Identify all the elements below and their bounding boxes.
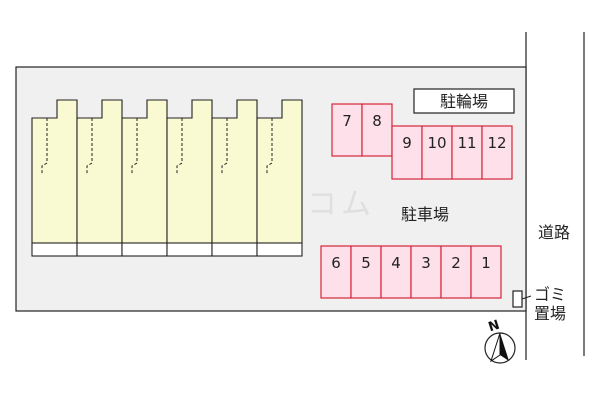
parking-slot-number: 2 xyxy=(451,254,461,272)
building-unit xyxy=(76,99,123,244)
parking-slot-number: 1 xyxy=(481,254,491,272)
parking-slot xyxy=(481,125,513,180)
parking-slot-number: 10 xyxy=(427,134,446,152)
parking-slot xyxy=(320,245,352,299)
parking-slot xyxy=(421,125,453,180)
parking-slot xyxy=(451,125,483,180)
parking-slot xyxy=(331,103,363,157)
north-arrow-icon xyxy=(484,332,516,364)
balcony-dashed-line xyxy=(212,117,228,174)
parking-slot-number: 11 xyxy=(457,134,476,152)
garbage-leader-line xyxy=(521,295,532,300)
parking-slot-number: 12 xyxy=(487,134,506,152)
building-unit xyxy=(211,99,258,244)
building-walkway xyxy=(31,242,78,257)
building-unit xyxy=(256,99,303,244)
parking-slots: 7 8 9 10 11 12 6 5 4 3 2 1 xyxy=(320,103,513,299)
garbage-label-line1: ゴミ xyxy=(534,285,566,304)
parking-slot xyxy=(350,245,382,299)
parking-slot-number: 3 xyxy=(421,254,431,272)
balcony-dashed-line xyxy=(77,117,93,174)
building-unit xyxy=(31,99,78,244)
road-label: 道路 xyxy=(538,223,570,242)
bicycle-parking-box xyxy=(413,88,515,114)
building-walkway xyxy=(166,242,213,257)
parking-slot xyxy=(361,103,393,157)
building-walkway xyxy=(76,242,123,257)
balcony-dashed-line xyxy=(257,117,273,174)
parking-slot xyxy=(380,245,412,299)
parking-lot-label: 駐車場 xyxy=(401,205,449,224)
bicycle-parking-label: 駐輪場 xyxy=(440,92,488,111)
parking-slot-number: 4 xyxy=(391,254,401,272)
parking-slot xyxy=(440,245,472,299)
parking-slot-number: 9 xyxy=(402,134,412,152)
garbage-storage-marker xyxy=(512,290,523,308)
building-walkway xyxy=(121,242,168,257)
parking-slot-number: 8 xyxy=(372,112,382,130)
north-label: N xyxy=(487,318,502,336)
building-unit xyxy=(121,99,168,244)
building-walkway xyxy=(256,242,303,257)
apartment-building xyxy=(31,99,303,257)
parking-slot xyxy=(470,245,502,299)
balcony-dashed-line xyxy=(32,117,48,174)
building-walkway xyxy=(211,242,258,257)
parking-slot-number: 7 xyxy=(342,112,352,130)
parking-slot xyxy=(410,245,442,299)
garbage-label-line2: 置場 xyxy=(534,304,566,323)
parking-slot-number: 5 xyxy=(361,254,371,272)
balcony-dashed-line xyxy=(122,117,138,174)
parking-slot-number: 6 xyxy=(331,254,341,272)
building-unit xyxy=(166,99,213,244)
balcony-dashed-line xyxy=(167,117,183,174)
